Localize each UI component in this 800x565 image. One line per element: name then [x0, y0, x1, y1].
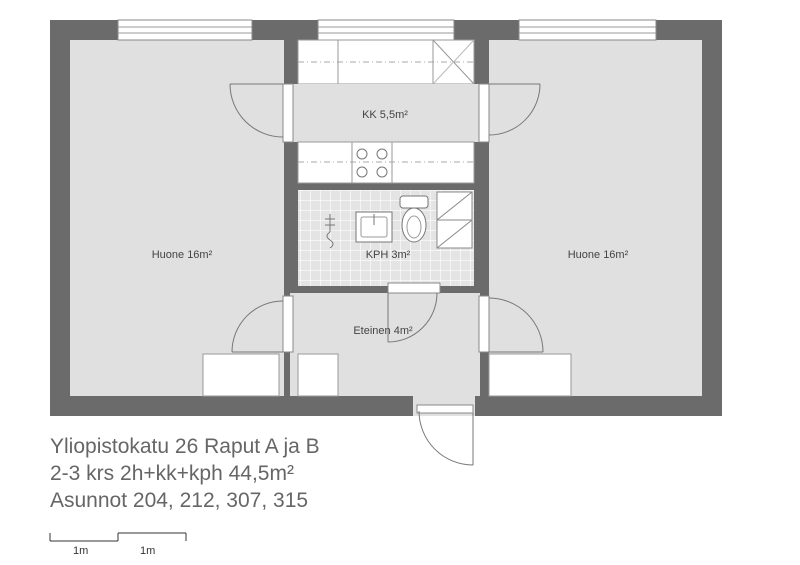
caption-address: Yliopistokatu 26 Raput A ja B	[50, 435, 320, 458]
label-kitchen: KK 5,5m²	[362, 109, 408, 121]
wardrobe-left-room	[202, 353, 280, 397]
wardrobe-right-room	[488, 353, 572, 397]
stove-icon	[356, 148, 388, 178]
right-room-floor	[489, 40, 702, 396]
window-right	[518, 19, 657, 41]
kitchen-bottom-counter	[297, 141, 475, 184]
door-entrance[interactable]	[416, 404, 474, 466]
label-bathroom: KPH 3m²	[366, 249, 411, 261]
door-right-room[interactable]	[478, 295, 544, 353]
washer-icon	[436, 191, 473, 249]
door-bathroom[interactable]	[387, 282, 441, 343]
toilet-icon	[399, 195, 429, 243]
label-right-room: Huone 16m²	[568, 249, 629, 261]
kitchen-top-counter	[297, 39, 475, 85]
door-kitchen-left[interactable]	[229, 83, 294, 143]
wardrobe-hall	[297, 353, 339, 397]
window-left	[117, 19, 253, 41]
kitchen-passage	[290, 84, 482, 142]
scale-label-second: 1m	[140, 545, 156, 557]
scale-bar	[49, 532, 187, 542]
label-left-room: Huone 16m²	[152, 249, 213, 261]
shower-icon	[325, 214, 335, 249]
scale-label-first: 1m	[73, 545, 89, 557]
left-room-floor	[70, 40, 284, 396]
sink-icon	[355, 211, 393, 243]
door-left-room[interactable]	[231, 295, 294, 353]
label-hall: Eteinen 4m²	[353, 325, 413, 337]
caption-apartment-type: 2-3 krs 2h+kk+kph 44,5m²	[50, 462, 294, 485]
caption-apartment-numbers: Asunnot 204, 212, 307, 315	[50, 489, 309, 512]
door-kitchen-right[interactable]	[478, 83, 541, 143]
window-kitchen	[317, 19, 455, 41]
